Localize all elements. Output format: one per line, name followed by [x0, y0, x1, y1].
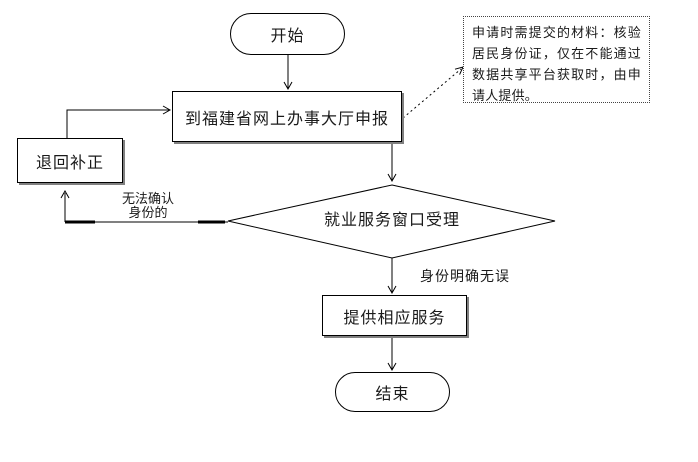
label-identity-confirmed-text: 身份明确无误: [420, 270, 510, 285]
decision-node-text: 就业服务窗口受理: [323, 212, 460, 229]
provide-service-node: 提供相应服务: [322, 295, 467, 336]
arrow-start-to-declare: [283, 55, 293, 91]
return-correction-label: 退回补正: [35, 154, 104, 172]
declare-node-label: 到福建省网上办事大厅申报: [184, 110, 389, 128]
arrow-decision-to-service: [387, 258, 397, 295]
start-node: 开始: [230, 13, 345, 55]
arrow-decision-to-return: [60, 189, 228, 224]
decision-node-label: 就业服务窗口受理: [292, 211, 492, 231]
label-cannot-confirm-identity: 无法确认 身份的: [108, 192, 188, 220]
declare-node: 到福建省网上办事大厅申报: [172, 91, 402, 142]
start-node-label: 开始: [270, 28, 305, 45]
label-cannot-confirm-line2: 身份的: [128, 205, 168, 220]
materials-note-box: 申请时需提交的材料：核验居民身份证，仅在不能通过数据共享平台获取时，由申请人提供…: [463, 16, 650, 103]
end-node: 结束: [335, 372, 450, 412]
arrow-declare-to-decision: [387, 143, 397, 183]
materials-note-text: 申请时需提交的材料：核验居民身份证，仅在不能通过数据共享平台获取时，由申请人提供…: [472, 25, 641, 103]
arrow-return-to-declare: [66, 105, 172, 138]
label-cannot-confirm-line1: 无法确认: [121, 191, 174, 206]
return-correction-node: 退回补正: [17, 138, 123, 183]
provide-service-label: 提供相应服务: [343, 309, 446, 327]
end-node-label: 结束: [375, 386, 410, 403]
connector-declare-to-note-dotted: [402, 66, 464, 119]
arrow-service-to-end: [387, 336, 397, 372]
label-identity-confirmed: 身份明确无误: [420, 271, 510, 285]
